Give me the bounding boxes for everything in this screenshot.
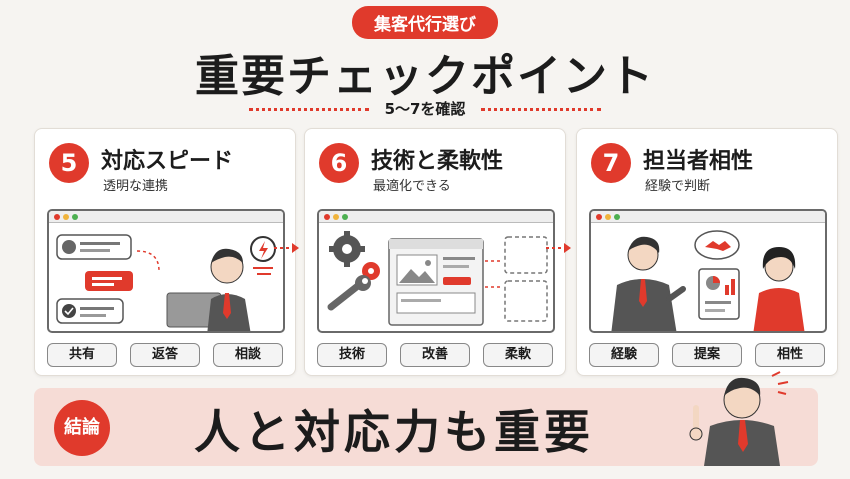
card-number: 7 — [591, 143, 631, 183]
chip-row: 技術 改善 柔軟 — [317, 343, 553, 367]
card-number: 5 — [49, 143, 89, 183]
dotted-divider-left — [249, 108, 370, 111]
card-subtitle: 透明な連携 — [103, 179, 169, 194]
card-subtitle: 最適化できる — [373, 179, 451, 194]
dotted-divider-right — [480, 108, 601, 111]
businessman-pointing-illustration — [689, 371, 789, 466]
card-title: 担当者相性 — [643, 149, 754, 174]
subtitle-row: 5～7を確認 — [0, 98, 850, 119]
chip-row: 経験 提案 相性 — [589, 343, 825, 367]
page-title: 重要チェックポイント — [195, 51, 655, 102]
card-subtitle: 経験で判断 — [645, 179, 711, 194]
illustration-window — [47, 209, 285, 333]
chip: 改善 — [400, 343, 470, 367]
chip-row: 共有 返答 相談 — [47, 343, 283, 367]
card-tech: 6 技術と柔軟性 最適化できる 技術 改善 柔軟 — [304, 128, 566, 376]
page-subtitle: 5～7を確認 — [384, 100, 466, 118]
meeting-illustration — [611, 230, 805, 331]
conclusion-banner: 結論 人と対応力も重要 — [34, 371, 818, 466]
gear-wrench-layout-illustration — [327, 231, 548, 326]
card-rapport: 7 担当者相性 経験で判断 経験 提案 相性 — [576, 128, 838, 376]
chip: 柔軟 — [483, 343, 553, 367]
chip: 共有 — [47, 343, 117, 367]
conclusion-text: 人と対応力も重要 — [194, 405, 594, 459]
illustration-window — [589, 209, 827, 333]
arrow-right-icon — [274, 243, 299, 253]
illustration-window — [317, 209, 555, 333]
card-speed: 5 対応スピード 透明な連携 共有 返答 相談 — [34, 128, 296, 376]
header-tag: 集客代行選び — [352, 6, 498, 39]
conclusion-badge: 結論 — [54, 400, 110, 456]
chip: 返答 — [130, 343, 200, 367]
chip: 経験 — [589, 343, 659, 367]
chip: 相談 — [213, 343, 283, 367]
chip: 技術 — [317, 343, 387, 367]
card-title: 対応スピード — [101, 149, 234, 174]
card-number: 6 — [319, 143, 359, 183]
arrow-right-icon — [546, 243, 571, 253]
chip: 提案 — [672, 343, 742, 367]
card-title: 技術と柔軟性 — [371, 149, 504, 174]
chat-laptop-illustration — [56, 234, 276, 331]
chip: 相性 — [755, 343, 825, 367]
